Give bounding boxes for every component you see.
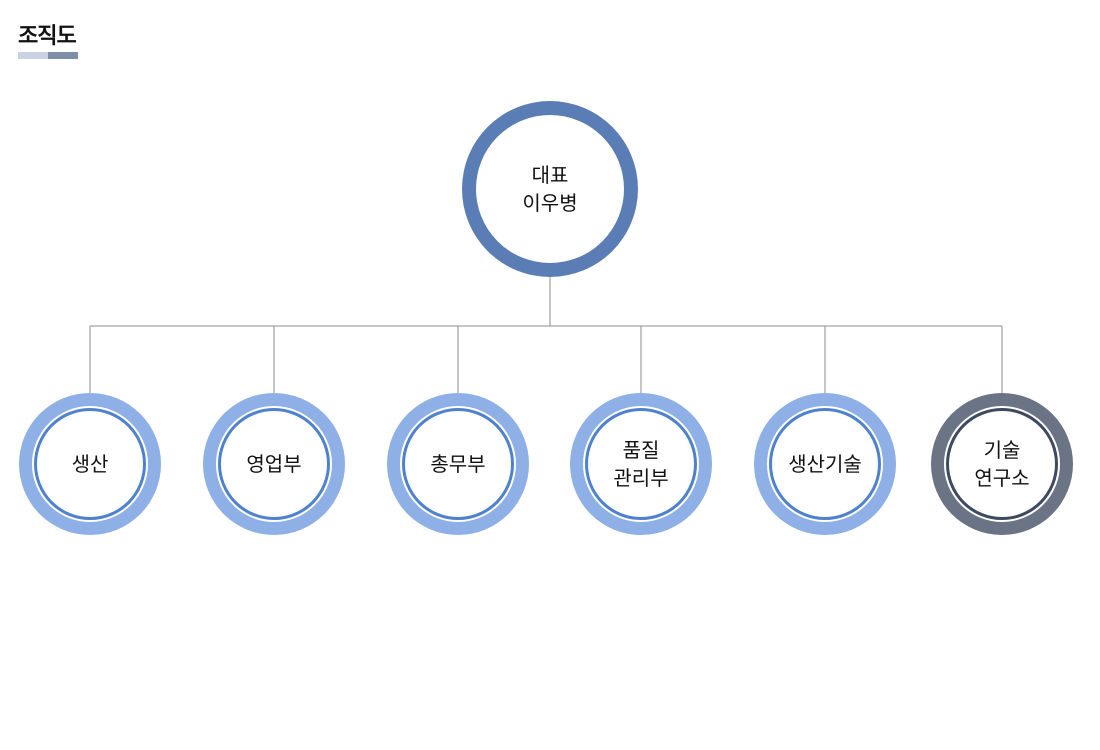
- org-node-quality-label-line2: 관리부: [613, 466, 669, 490]
- title-underline-light: [18, 52, 48, 59]
- org-node-production-label: 생산: [71, 452, 109, 476]
- org-node-tech-research-label-line2: 연구소: [974, 466, 1030, 490]
- org-node-quality-label-line1: 품질: [622, 438, 660, 462]
- title-underline: [18, 52, 78, 59]
- org-node-ceo-name: 이우병: [522, 191, 578, 215]
- org-node-production-tech: 생산기술: [754, 393, 896, 535]
- org-node-general-affairs: 총무부: [387, 393, 529, 535]
- page-title: 조직도: [18, 24, 77, 49]
- org-node-production-inner: 생산: [32, 406, 148, 522]
- org-node-production: 생산: [19, 393, 161, 535]
- org-node-quality: 품질 관리부: [570, 393, 712, 535]
- title-underline-dark: [48, 52, 78, 59]
- org-node-quality-inner: 품질 관리부: [583, 406, 699, 522]
- org-node-sales: 영업부: [203, 393, 345, 535]
- org-node-ceo-inner: 대표 이우병: [476, 115, 624, 263]
- org-node-ceo: 대표 이우병: [462, 101, 638, 277]
- org-node-production-tech-label: 생산기술: [788, 452, 862, 476]
- org-node-sales-label: 영업부: [246, 452, 302, 476]
- org-node-general-affairs-label: 총무부: [430, 452, 486, 476]
- org-node-production-tech-inner: 생산기술: [767, 406, 883, 522]
- org-node-tech-research-inner: 기술 연구소: [944, 406, 1060, 522]
- org-node-sales-inner: 영업부: [216, 406, 332, 522]
- org-node-general-affairs-inner: 총무부: [400, 406, 516, 522]
- org-node-ceo-title: 대표: [531, 163, 569, 187]
- org-node-tech-research: 기술 연구소: [931, 393, 1073, 535]
- org-node-tech-research-label-line1: 기술: [983, 438, 1021, 462]
